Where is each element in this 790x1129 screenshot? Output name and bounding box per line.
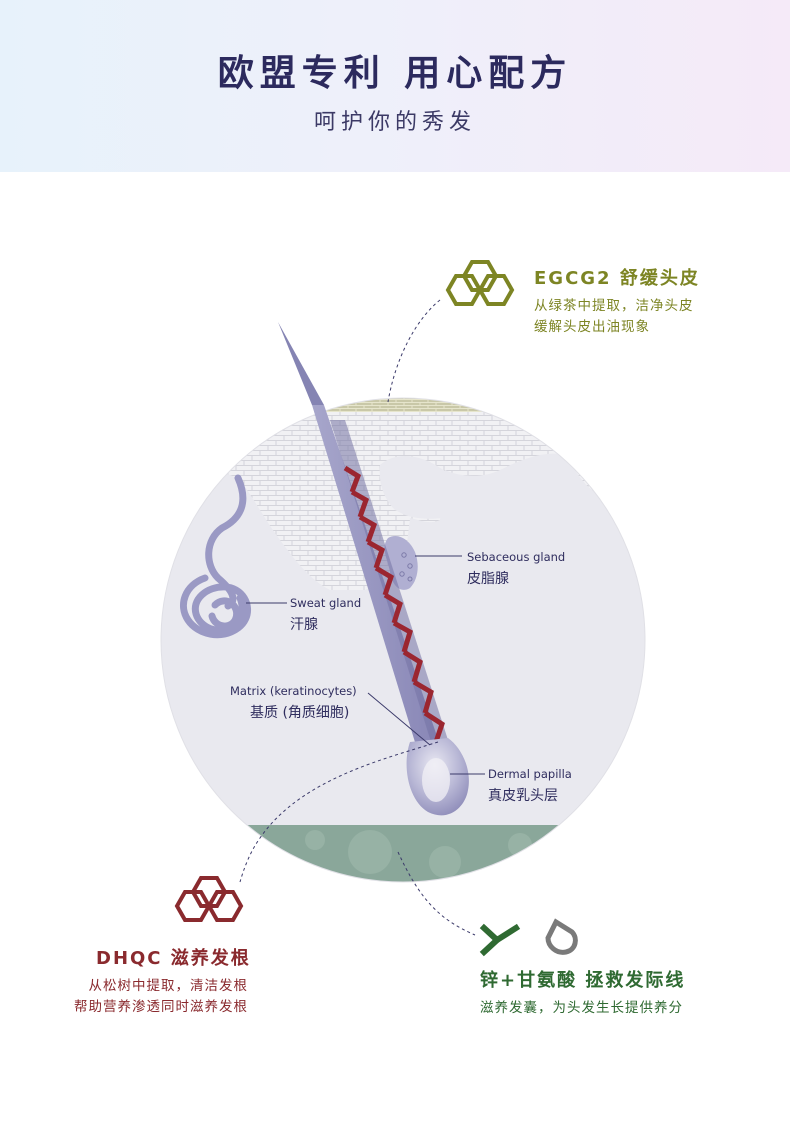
keratin-chevrons xyxy=(343,465,445,743)
dhqc-feature-desc-1: 从松树中提取，清洁发根 xyxy=(88,978,248,994)
dhqc-feature-desc-2: 帮助营养渗透同时滋养发根 xyxy=(74,999,248,1015)
sweat-gland-coil xyxy=(180,574,251,639)
egcg-feature-desc-2: 缓解头皮出油现象 xyxy=(534,319,650,335)
sebaceous-label-zh: 皮脂腺 xyxy=(467,571,509,587)
egcg-hexagon-icon xyxy=(445,260,515,306)
papilla-label-en: Dermal papilla xyxy=(488,767,572,781)
sweat-gland-duct xyxy=(205,474,247,610)
header-banner: 欧盟专利 用心配方 呵护你的秀发 xyxy=(0,0,790,172)
sweat-label-en: Sweat gland xyxy=(290,596,362,610)
drop-icon xyxy=(545,918,578,955)
egcg-feature-title: EGCG2 舒缓头皮 xyxy=(534,268,700,289)
hair-shaft-tip xyxy=(278,322,324,405)
dhqc-feature-title: DHQC 滋养发根 xyxy=(96,948,251,969)
egcg-feature-desc-1: 从绿茶中提取，洁净头皮 xyxy=(534,298,694,314)
sweat-label-zh: 汗腺 xyxy=(290,617,318,633)
dhqc-hexagon-icon xyxy=(174,876,244,922)
page-subtitle: 呵护你的秀发 xyxy=(313,110,476,135)
page-title: 欧盟专利 用心配方 xyxy=(217,53,573,94)
zinc-feature-desc-1: 滋养发囊，为头发生长提供养分 xyxy=(480,1000,683,1016)
sebaceous-label-en: Sebaceous gland xyxy=(467,550,566,564)
papilla-label-zh: 真皮乳头层 xyxy=(488,788,558,804)
zinc-y-icon xyxy=(479,923,521,957)
zinc-feature-title: 锌+甘氨酸 拯救发际线 xyxy=(480,970,686,991)
matrix-label-zh: 基质 (角质细胞) xyxy=(250,705,350,721)
matrix-label-en: Matrix (keratinocytes) xyxy=(230,684,357,698)
